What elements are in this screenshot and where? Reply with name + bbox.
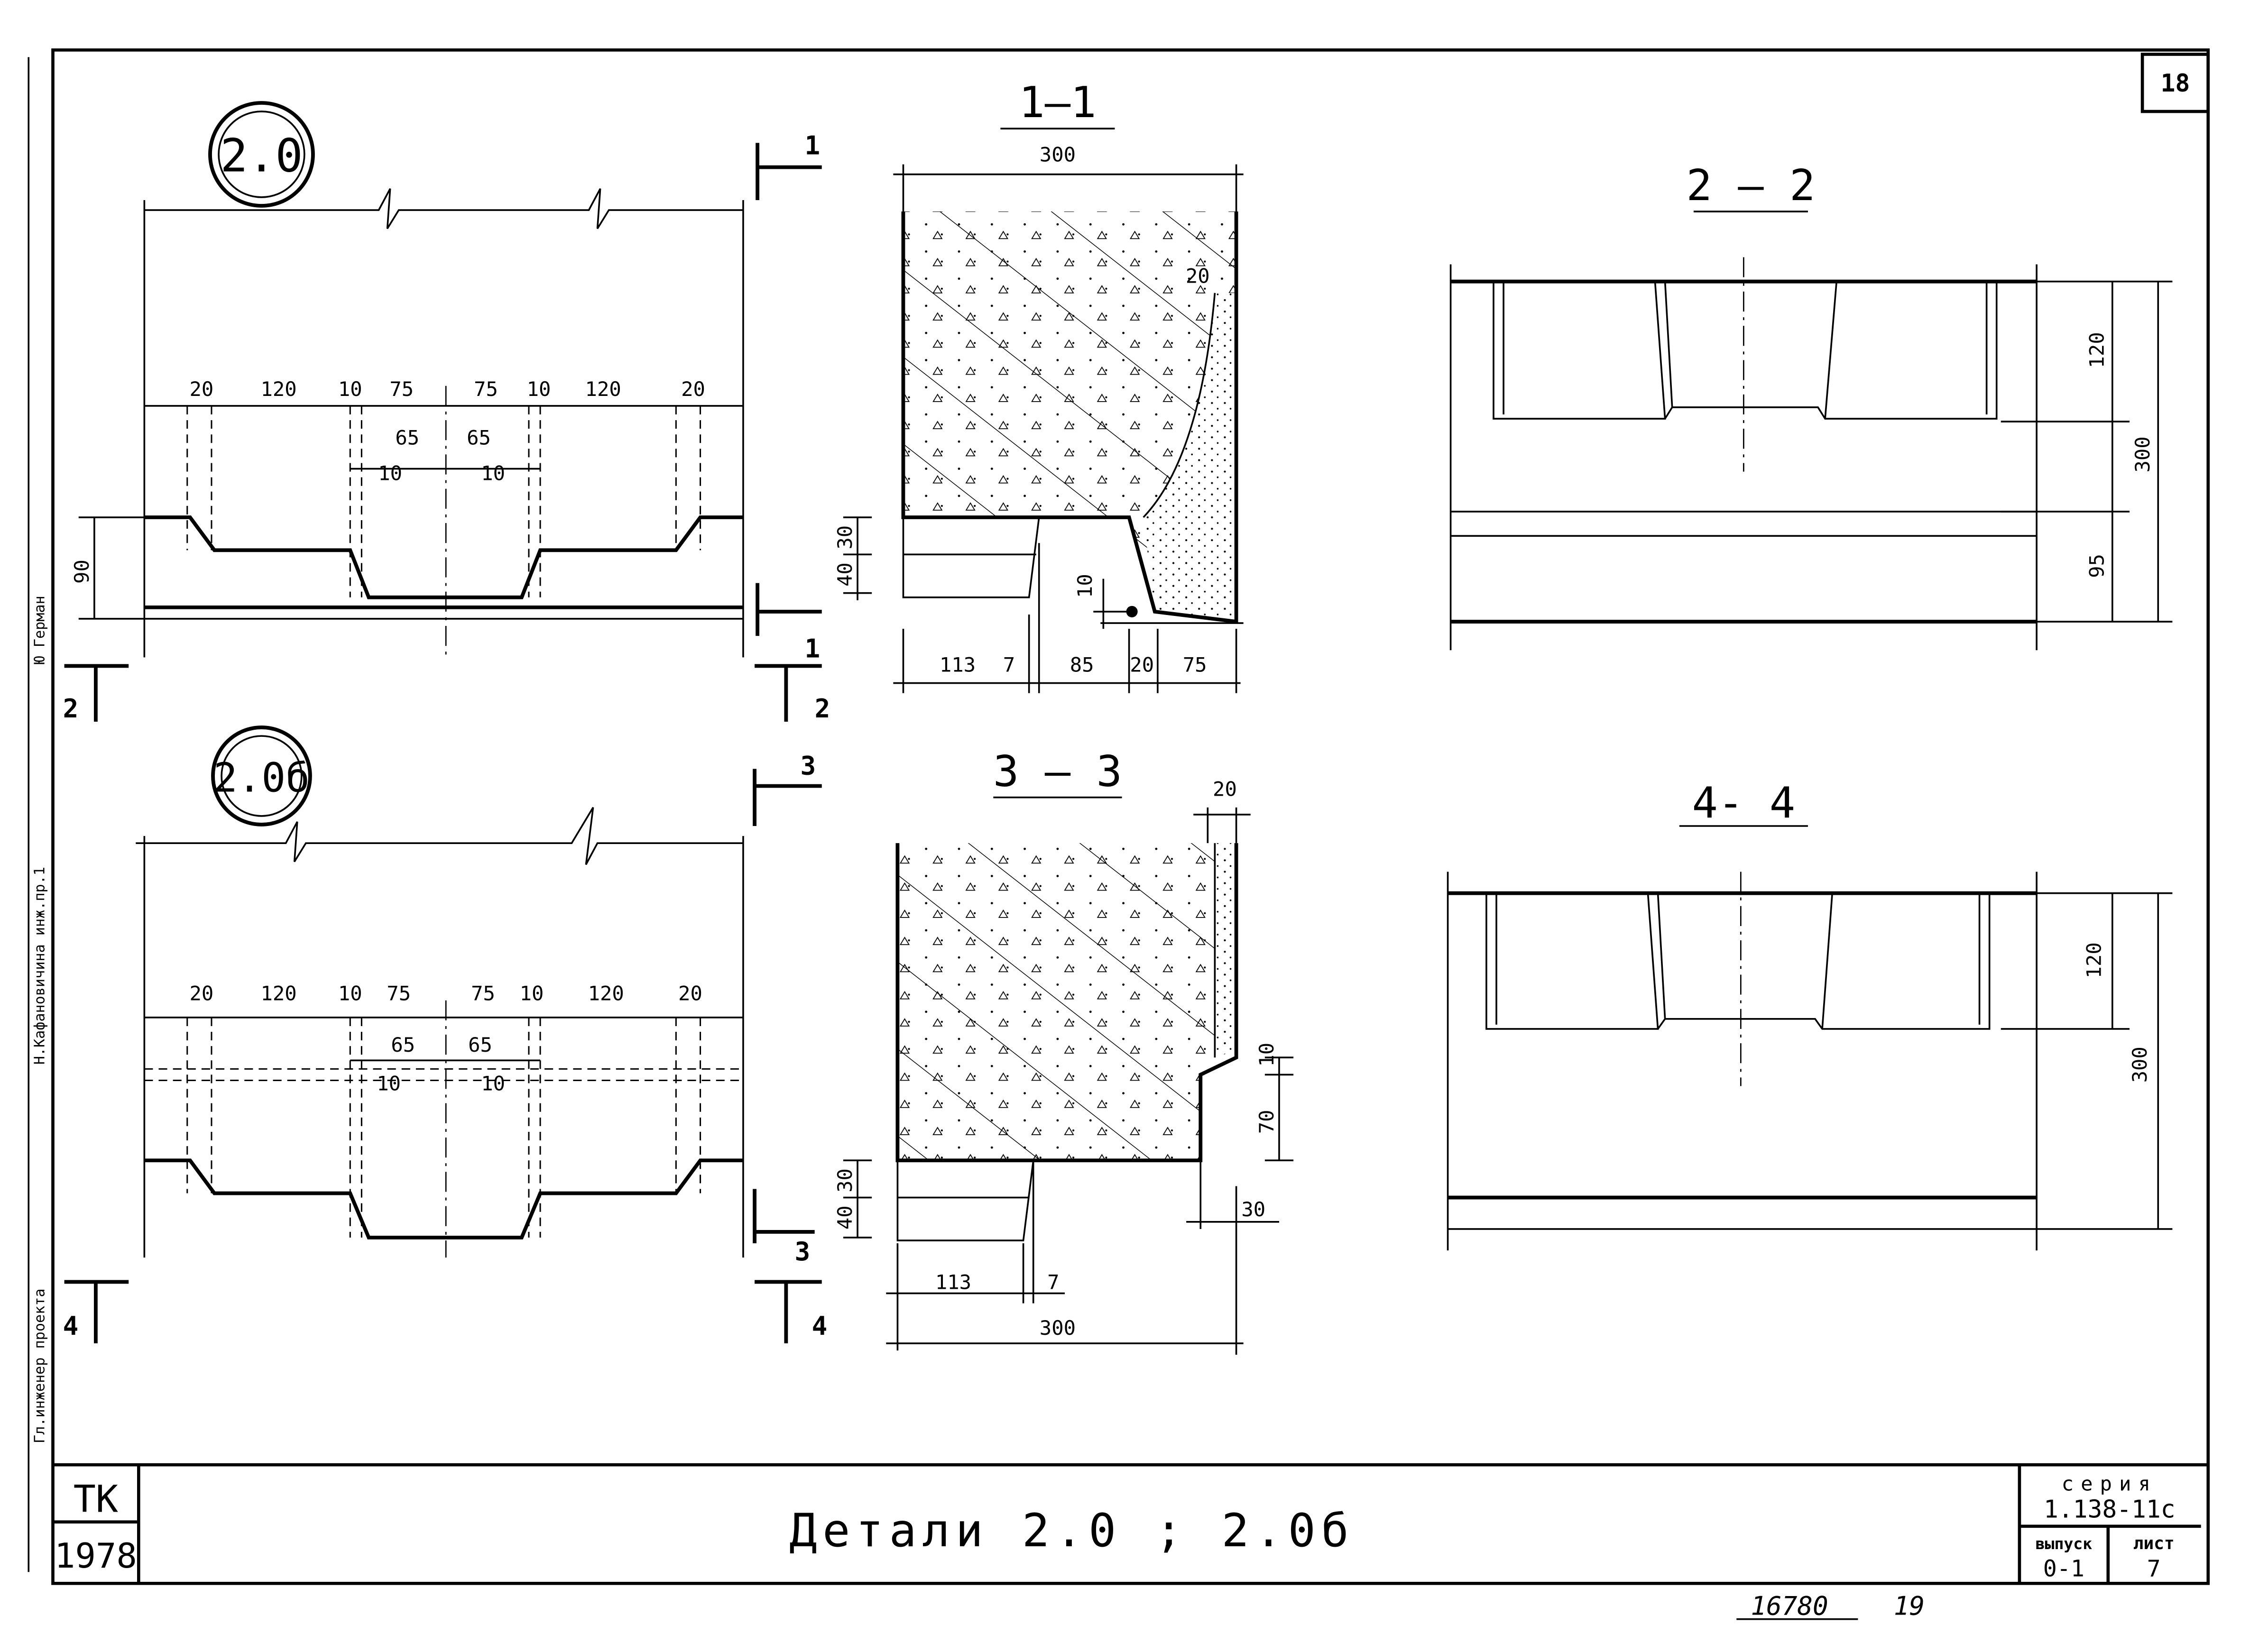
archive-number: 16780 19 (1736, 1591, 1925, 1621)
dimension-label: 40 (833, 562, 857, 587)
dimension-label: 20 (189, 982, 213, 1005)
dimension-label: Гл.инженер проекта (31, 1288, 48, 1443)
section-1-1: 1—1 300 20 30 40 10 113 7 85 20 75 (833, 78, 1244, 693)
dimension-label: 120 (261, 982, 297, 1005)
dimension-label: 7 (1003, 653, 1015, 677)
dimension-label: 4 (63, 1311, 79, 1341)
dimension-label: 7 (1047, 1270, 1059, 1294)
drawing-title: Детали 2.0 ; 2.0б (789, 1504, 1355, 1557)
sheet-number: 18 (2161, 69, 2190, 98)
dimension-label: 10 (481, 462, 505, 485)
dimension-label: 75 (387, 982, 411, 1005)
dimension-label: 70 (1255, 1110, 1278, 1134)
dimension-label: 65 (391, 1033, 415, 1056)
dimension-label: Ю Герман (31, 596, 48, 664)
dimension-label: 120 (261, 377, 297, 401)
dimension-label: 65 (395, 426, 419, 449)
section-4-4: 4- 4 120 300 (1447, 778, 2173, 1251)
section-title: 2 — 2 (1686, 161, 1815, 211)
dimension-label: 30 (833, 1168, 857, 1193)
dimension-label: выпуск (2036, 1534, 2093, 1553)
dimension-label: 3 (801, 751, 816, 780)
dimension-label: 4 (812, 1311, 828, 1341)
year: 1978 (55, 1536, 137, 1576)
dimension-label: 16780 (1751, 1591, 1828, 1621)
dimension-label: 2 (815, 694, 830, 724)
dimension-label: 10 (520, 982, 544, 1005)
dimension-label: 300 (2128, 1046, 2151, 1083)
detail-2-0-plan: 2.0 20 120 10 75 75 10 120 20 65 65 10 1… (63, 101, 830, 724)
detail-2-0b-plan: 2.0б 20 120 10 75 75 10 120 20 65 65 10 … (63, 725, 828, 1344)
dimension-label: 1 (805, 633, 821, 663)
dimension-label: 20 (678, 982, 702, 1005)
dimension-label: 10 (338, 377, 362, 401)
dimension-label: 90 (70, 560, 93, 584)
dimension-label: серия (2062, 1472, 2158, 1495)
series-number: 1.138-11с (2044, 1496, 2176, 1524)
dimension-label: 120 (2085, 332, 2109, 368)
section-markers: 3 3 4 4 (63, 751, 828, 1344)
dimension-label: 300 (2131, 436, 2154, 472)
dimension-label: 95 (2085, 554, 2109, 578)
section-title: 3 — 3 (993, 747, 1122, 797)
dimension-label: 20 (1213, 778, 1237, 801)
dimension-label: 75 (1183, 653, 1207, 677)
section-title: 1—1 (1019, 78, 1096, 128)
dimension-label: 75 (389, 377, 414, 401)
dimension-label: 120 (2083, 942, 2106, 978)
detail-label: 2.0б (213, 755, 310, 801)
section-3-3: 3 — 3 20 30 40 10 70 30 113 7 300 (833, 747, 1294, 1355)
section-2-2: 2 — 2 120 300 95 (1449, 161, 2173, 651)
dimension-label: 30 (1241, 1198, 1265, 1221)
dimension-label: 20 (681, 377, 705, 401)
dimension-label: 113 (935, 1270, 971, 1294)
margin-stamp: Ю Герман Н.Кафановичина инж.пр.1 Гл.инже… (31, 596, 48, 1443)
dimension-label: 65 (467, 426, 491, 449)
dimension-label: Н.Кафановичина инж.пр.1 (31, 867, 48, 1065)
dimension-label: 10 (377, 1072, 401, 1095)
detail-label: 2.0 (220, 129, 303, 183)
dimension-label: 75 (474, 377, 498, 401)
dimension-label: 85 (1070, 653, 1094, 677)
dimension-label: 10 (481, 1072, 505, 1095)
dimension-label: 300 (1040, 143, 1076, 166)
dimension-label: 20 (1130, 653, 1154, 677)
dimension-label: 300 (1040, 1316, 1076, 1340)
dimension-label: 10 (378, 462, 402, 485)
dimension-label: 75 (471, 982, 495, 1005)
dimension-label: 19 (1894, 1591, 1925, 1621)
issue-number: 0-1 (2043, 1555, 2084, 1582)
dimension-label: 40 (833, 1205, 857, 1230)
dimension-label: 1 (805, 130, 821, 160)
dimension-label: 20 (1186, 265, 1210, 288)
section-title: 4- 4 (1692, 778, 1796, 828)
dimension-label: 120 (585, 377, 621, 401)
title-block: ТК 1978 Детали 2.0 ; 2.0б серия 1.138-11… (53, 1463, 2208, 1584)
dimension-label: лист (2133, 1533, 2175, 1553)
dimension-label: 20 (189, 377, 213, 401)
dimension-label: 3 (794, 1237, 810, 1267)
dimension-label: 30 (833, 525, 857, 550)
dimension-label: 10 (1255, 1043, 1278, 1067)
sheet-frame: 18 (28, 48, 2210, 1585)
org-code: ТК (74, 1478, 118, 1521)
dimension-label: 120 (588, 982, 624, 1005)
dimension-label: 113 (940, 653, 976, 677)
dimension-label: 10 (1073, 574, 1097, 598)
dimension-label: 2 (63, 694, 79, 724)
sheet-in-issue: 7 (2147, 1555, 2161, 1582)
section-markers: 1 1 2 2 (63, 130, 830, 723)
dimension-label: 65 (468, 1033, 492, 1056)
dimension-label: 10 (338, 982, 362, 1005)
dimension-label: 10 (527, 377, 551, 401)
